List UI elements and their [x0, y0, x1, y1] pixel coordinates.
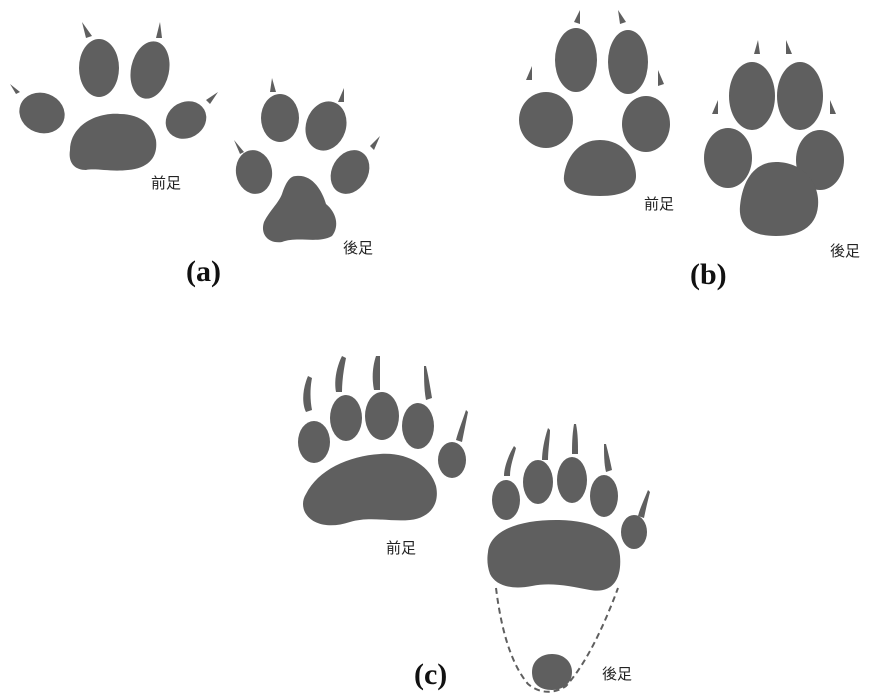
main-pad	[70, 114, 157, 171]
toe-pad	[557, 457, 587, 503]
toe-pad	[492, 480, 520, 520]
panel-c: 前足 後足 (c)	[298, 356, 650, 692]
claw	[303, 376, 312, 412]
claw	[370, 136, 380, 150]
toe-pad	[622, 96, 670, 152]
claw	[504, 446, 516, 476]
hind-foot-label: 後足	[830, 242, 860, 260]
main-pad	[263, 176, 336, 242]
claw	[424, 366, 432, 400]
panel-b: 前足 後足 (b)	[519, 10, 860, 291]
panel-b-front-paw: 前足	[519, 10, 674, 213]
hind-foot-label: 後足	[602, 665, 632, 683]
panel-c-front-paw: 前足	[298, 356, 468, 557]
claw	[206, 92, 218, 104]
toe-pad	[590, 475, 618, 517]
toe-pad	[519, 92, 573, 148]
toe-pad	[159, 94, 213, 146]
toe-pad	[777, 62, 823, 130]
panel-a-front-paw: 前足	[10, 22, 218, 192]
panel-b-hind-paw: 後足	[704, 40, 860, 260]
claw	[604, 444, 612, 472]
toe-pad	[14, 86, 71, 139]
front-foot-label: 前足	[386, 539, 416, 557]
toe-pad	[79, 39, 119, 97]
toe-pad	[402, 403, 434, 449]
claw	[618, 10, 626, 24]
toe-pad	[608, 30, 648, 94]
claw	[373, 356, 380, 390]
toe-pad	[704, 128, 752, 188]
toe-pad	[438, 442, 466, 478]
claw	[574, 10, 580, 24]
claw	[542, 428, 550, 460]
claw	[338, 88, 344, 102]
claw	[572, 424, 578, 454]
main-pad	[303, 454, 437, 525]
toe-pad	[555, 28, 597, 92]
claw	[82, 22, 92, 38]
toe-pad	[330, 395, 362, 441]
main-pad	[487, 520, 620, 591]
toe-pad	[298, 421, 330, 463]
toe-pad	[621, 515, 647, 549]
toe-pad	[232, 147, 275, 197]
toe-pad	[323, 143, 377, 201]
toe-pad	[261, 94, 299, 142]
claw	[754, 40, 760, 54]
claw	[234, 140, 244, 154]
claw	[10, 84, 20, 94]
claw	[456, 410, 468, 442]
toe-pad	[299, 96, 352, 156]
claw	[830, 100, 836, 114]
heel-pad	[532, 654, 572, 690]
claw	[638, 490, 650, 518]
claw	[270, 78, 276, 92]
toe-pad	[365, 392, 399, 440]
panel-c-label: (c)	[414, 658, 447, 691]
main-pad	[564, 140, 636, 196]
claw	[335, 356, 346, 392]
front-foot-label: 前足	[644, 195, 674, 213]
toe-pad	[125, 38, 174, 103]
front-foot-label: 前足	[151, 174, 181, 192]
panel-b-label: (b)	[690, 258, 727, 291]
toe-pad	[729, 62, 775, 130]
hind-foot-label: 後足	[343, 239, 373, 257]
toe-pad	[523, 460, 553, 504]
panel-a-label: (a)	[186, 255, 221, 288]
claw	[712, 100, 718, 114]
panel-c-hind-paw: 後足	[487, 424, 650, 692]
claw	[156, 22, 162, 38]
claw	[526, 66, 532, 80]
claw	[658, 70, 664, 86]
panel-a: 前足 後足 (a)	[10, 22, 380, 288]
panel-a-hind-paw: 後足	[232, 78, 380, 257]
claw	[786, 40, 792, 54]
